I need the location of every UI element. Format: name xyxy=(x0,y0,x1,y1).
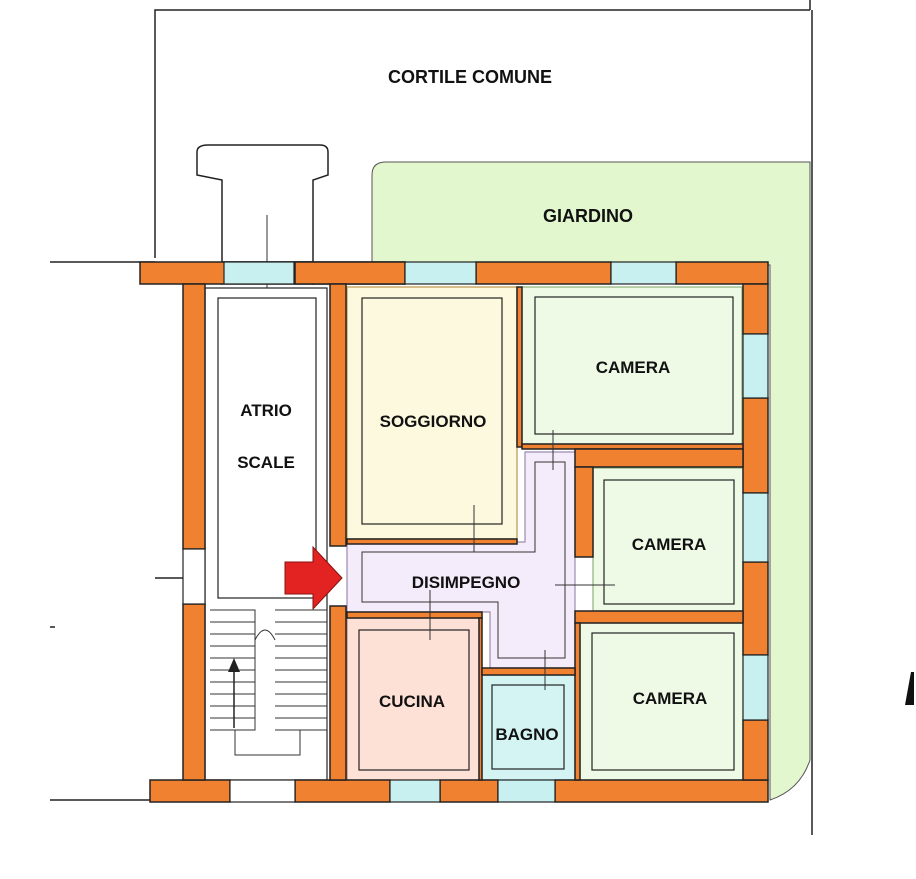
bedroom-2-label: CAMERA xyxy=(632,535,707,554)
bedroom-2-inner xyxy=(603,479,735,605)
atrium-core xyxy=(217,297,317,599)
atrium-label-line1: ATRIO xyxy=(240,401,292,420)
walls xyxy=(139,261,769,803)
bedroom-1-inner xyxy=(534,296,734,435)
bedroom-1 xyxy=(521,286,743,445)
courtyard-label: CORTILE COMUNE xyxy=(388,67,552,87)
bathroom-label: BAGNO xyxy=(495,725,558,744)
bedroom-1-label: CAMERA xyxy=(596,358,671,377)
hallway-label: DISIMPEGNO xyxy=(412,573,521,592)
living-room-inner xyxy=(361,297,503,525)
living-room xyxy=(346,286,518,540)
edge-mark xyxy=(905,672,914,705)
garden-area xyxy=(371,161,811,801)
bedroom-3 xyxy=(579,622,744,781)
bathroom-inner xyxy=(491,684,565,770)
bedroom-3-label: CAMERA xyxy=(633,689,708,708)
atrium-label-line2: SCALE xyxy=(237,453,295,472)
garden-label: GIARDINO xyxy=(543,206,633,226)
kitchen-room xyxy=(346,617,480,781)
kitchen-inner xyxy=(358,629,470,771)
entrance-arrow-icon xyxy=(284,545,343,611)
hallway-inner xyxy=(361,461,566,659)
living-room-label: SOGGIORNO xyxy=(380,412,487,431)
door-lines xyxy=(429,430,615,690)
stair-up-arrow-icon xyxy=(228,658,240,728)
kitchen-label: CUCINA xyxy=(379,692,445,711)
bedroom-3-inner xyxy=(591,632,735,771)
stair-bottom-steps xyxy=(210,609,328,756)
courtyard-outline xyxy=(154,9,810,258)
stair-landing-outline xyxy=(196,144,329,263)
ground-lines xyxy=(50,261,205,801)
